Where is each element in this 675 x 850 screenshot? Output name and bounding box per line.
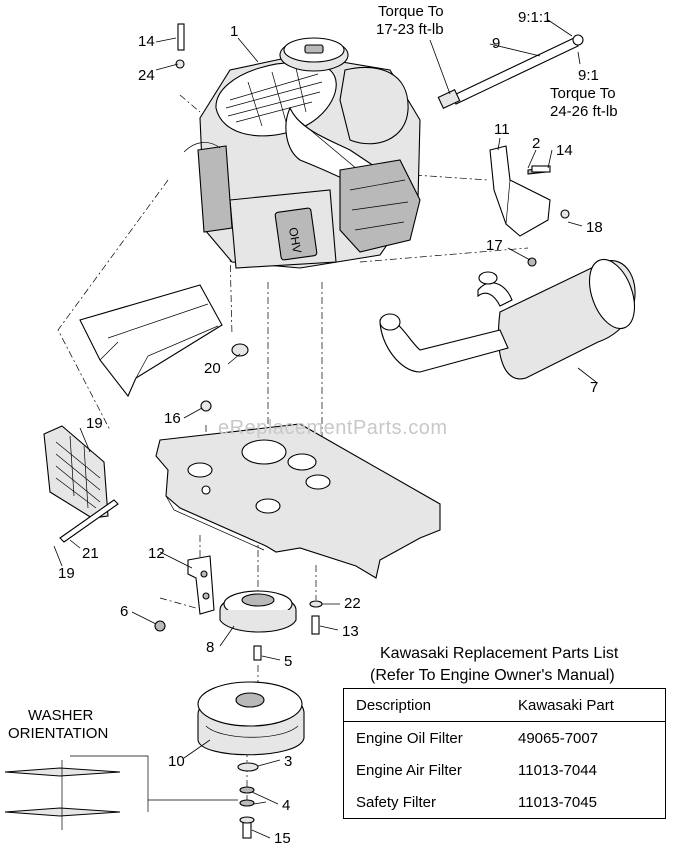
callout-2: 2 [532,135,540,152]
washer-orientation-detail [4,755,238,830]
parts-list-heading: Kawasaki Replacement Parts List (Refer T… [370,645,619,684]
part-20-grommet [231,343,249,357]
part-19-screen [43,425,119,543]
row-part: 11013-7045 [518,793,597,811]
part-3-washer [237,762,259,772]
row-part: 11013-7044 [518,761,597,779]
part-6-nut [154,620,166,632]
callout-numbers: 1 14 24 9 11 2 14 18 17 7 20 16 19 21 19… [58,23,603,847]
washer-label-line2: ORIENTATION [8,725,108,742]
callout-19-top: 19 [86,415,103,432]
engine-deck-plate [155,423,441,579]
callout-10: 10 [168,753,185,770]
part-22-washer [309,600,323,608]
engine-fan-grille [225,67,323,127]
row-part: 49065-7007 [518,729,599,747]
callout-1: 1 [230,23,238,40]
parts-list-subtitle: (Refer To Engine Owner's Manual) [370,667,615,684]
callout-4: 4 [282,797,290,814]
callout-22: 22 [344,595,361,612]
part-12-bracket [187,555,215,615]
callout-19-bottom: 19 [58,565,75,582]
table-row: Engine Oil Filter 49065-7007 [344,722,666,755]
part-4-washer-b [239,799,255,807]
part-5-key [253,645,262,661]
callout-21: 21 [82,545,99,562]
ratio-top: 9:1:1 [518,9,551,26]
part-16-pin [200,400,212,412]
row-description: Engine Air Filter [356,761,462,779]
part-13-bolt [311,615,320,635]
row-description: Safety Filter [356,793,437,811]
washer-orientation-label: WASHER ORIENTATION [8,707,108,742]
callout-5: 5 [284,653,292,670]
parts-list-table: Description Kawasaki Part Engine Oil Fil… [343,688,666,819]
callout-17: 17 [486,237,503,254]
callout-8: 8 [206,639,214,656]
row-description: Engine Oil Filter [356,729,463,747]
callout-24: 24 [138,67,155,84]
ratio-side: 9:1 [578,67,599,84]
engine-assembly: OHV [183,37,421,269]
callout-7: 7 [590,379,598,396]
callout-6: 6 [120,603,128,620]
parts-table-header: Description Kawasaki Part [343,689,666,722]
callout-13: 13 [342,623,359,640]
callout-14-top: 14 [138,33,155,50]
callout-20: 20 [204,360,221,377]
part-24-washer [175,59,185,69]
part-9-extension [437,34,584,109]
heat-shield [79,284,223,398]
torque-upper-line2: 17-23 ft-lb [376,21,444,38]
part-8-pulley [219,590,297,633]
callout-3: 3 [284,753,292,770]
part-11-bracket [489,145,570,237]
callout-16: 16 [164,410,181,427]
part-14-bolt-side [531,165,551,173]
parts-list-title: Kawasaki Replacement Parts List [380,645,619,662]
table-row: Safety Filter 11013-7045 [344,786,666,819]
col-description-header: Description [356,696,432,714]
watermark: eReplacementParts.com [218,417,447,439]
washer-label-line1: WASHER [28,707,93,724]
torque-lower-line2: 24-26 ft-lb [550,103,618,120]
callout-11: 11 [494,121,510,138]
callout-14-side: 14 [556,142,573,159]
table-row: Engine Air Filter 11013-7044 [344,754,666,786]
engine-ohv-label: OHV [286,226,304,254]
col-part-header: Kawasaki Part [518,696,614,714]
callout-15: 15 [274,830,291,847]
torque-lower-line1: Torque To [550,85,616,102]
part-14-bolt-top [177,23,185,51]
leader-lines [53,19,597,839]
torque-notes: Torque To 17-23 ft-lb 9:1:1 9:1 Torque T… [376,3,618,120]
callout-9: 9 [492,35,500,52]
part-4-washer-a [239,786,255,794]
torque-upper-line1: Torque To [378,3,444,20]
part-7-muffler [379,258,636,380]
callout-12: 12 [148,545,165,562]
part-10-clutch [197,681,305,756]
callout-18: 18 [586,219,603,236]
